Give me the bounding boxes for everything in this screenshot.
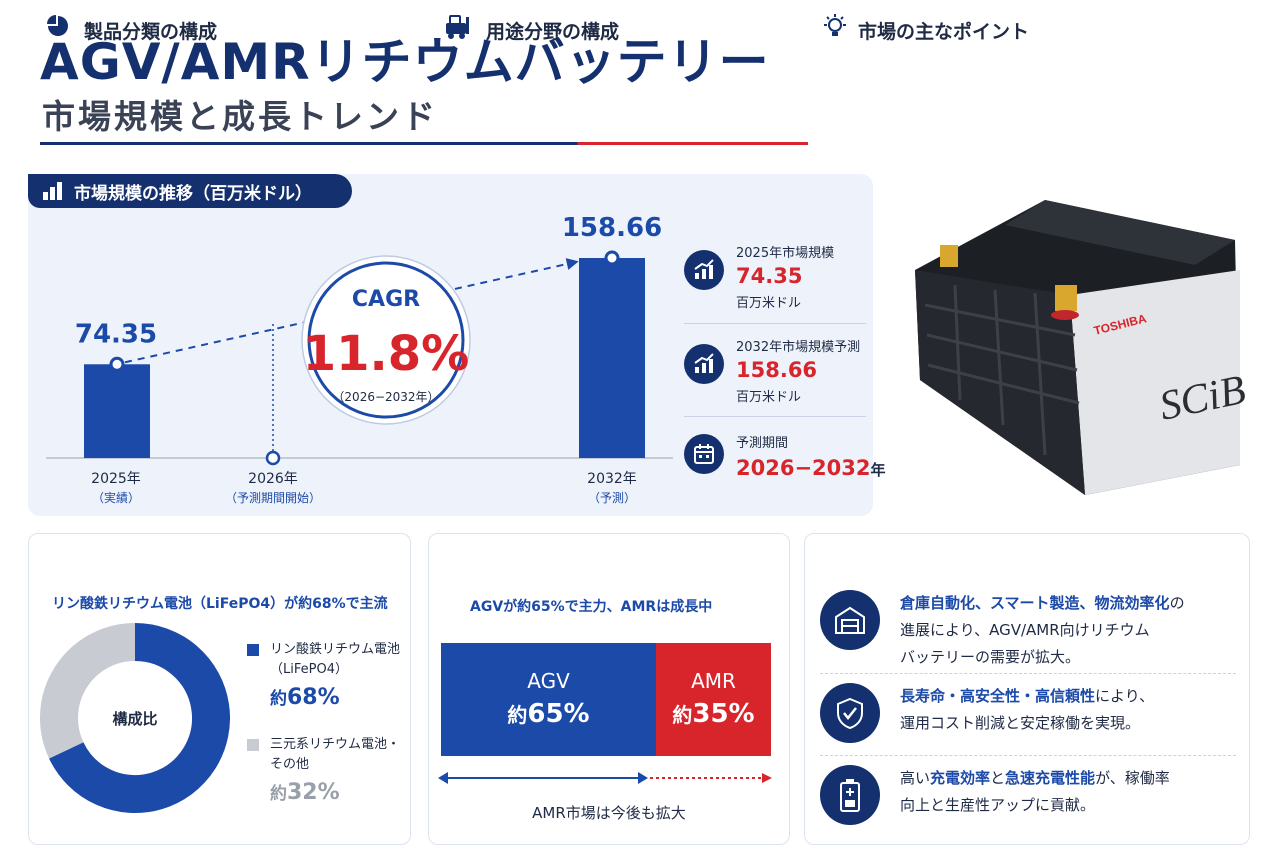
bar-value-label: 74.35: [75, 319, 157, 349]
side-stat-unit: 百万米ドル: [736, 390, 802, 405]
warehouse-icon: [820, 590, 880, 650]
agv-bar-value: 約65%: [507, 699, 590, 729]
cagr-value: 11.8%: [303, 326, 470, 382]
pie-chart-icon: [47, 15, 68, 36]
donut-slice-0: [49, 623, 230, 813]
point-text-reliability: 長寿命・高安全性・高信頼性により、 運用コスト削減と安定稼働を実現。: [900, 687, 1155, 732]
x-tick-label: 2026年: [248, 471, 298, 487]
cagr-badge: [307, 261, 465, 419]
x-tick-label: 2025年: [91, 471, 141, 487]
key-points-card-title: 市場の主なポイント: [858, 21, 1030, 43]
legend-label: 三元系リチウム電池・その他: [270, 737, 401, 772]
battery-product-photo: TOSHIBA SCiB: [915, 200, 1250, 495]
cagr-period: （2026−2032年）: [332, 390, 439, 404]
point-divider: [820, 673, 1236, 674]
lightbulb-icon: [824, 14, 846, 36]
trend-arrowhead: [565, 258, 579, 270]
growth-chart-icon: [684, 344, 724, 384]
side-stat-unit: 百万米ドル: [736, 296, 802, 311]
amr-bar-label: AMR: [691, 669, 736, 693]
point-divider: [820, 755, 1236, 756]
chart-title: 市場規模の推移（百万米ドル）: [74, 183, 312, 204]
growth-chart-icon: [684, 250, 724, 290]
product-card-title: 製品分類の構成: [84, 21, 218, 43]
market-size-chart: 74.35 158.66 2025年 （実績） 2026年 （予測期間開始） 2032年 （予…: [46, 213, 673, 505]
cagr-label: CAGR: [352, 287, 420, 312]
calendar-icon: [684, 434, 724, 474]
legend-swatch: [247, 644, 259, 656]
forecast-start-marker: [265, 450, 281, 466]
application-footnote: AMR市場は今後も拡大: [532, 804, 686, 822]
product-card-subtitle: リン酸鉄リチウム電池（LiFePO4）が約68%で主流: [52, 596, 388, 612]
agv-bar-label: AGV: [527, 669, 570, 693]
legend-swatch: [247, 739, 259, 751]
donut-slice-1: [40, 623, 136, 759]
x-tick-label: 2032年: [587, 471, 637, 487]
market-bar-2025年: [84, 364, 150, 458]
product-donut-chart: [40, 623, 230, 813]
bar-value-label: 158.66: [562, 213, 662, 243]
shield-check-icon: [820, 683, 880, 743]
title-divider: [40, 142, 808, 145]
market-bar-2032年: [579, 258, 645, 458]
side-stat-value: 2026−2032年: [736, 456, 886, 480]
chart-title-pill: 市場規模の推移（百万米ドル）: [28, 174, 352, 208]
application-card-subtitle: AGVが約65%で主力、AMRは成長中: [470, 599, 713, 615]
side-stat-label: 予測期間: [736, 436, 789, 451]
point-item-reliability: 長寿命・高安全性・高信頼性により、 運用コスト削減と安定稼働を実現。: [820, 683, 1240, 745]
side-stat-label: 2025年市場規模: [736, 246, 835, 261]
x-tick-note: （予測期間開始）: [225, 491, 321, 505]
x-tick-note: （実績）: [92, 490, 140, 505]
donut-center-label: 構成比: [112, 710, 158, 728]
side-stat-value: 158.66: [736, 358, 818, 382]
page-subtitle: 市場規模と成長トレンド: [42, 97, 438, 136]
application-card-title: 用途分野の構成: [486, 21, 620, 43]
amr-bar-value: 約35%: [672, 699, 755, 729]
side-divider: [684, 416, 866, 417]
bar-top-marker: [109, 356, 125, 372]
point-text-charging: 高い充電効率と急速充電性能が、稼働率 向上と生産性アップに貢献。: [900, 769, 1170, 814]
page-title: AGV/AMRリチウムバッテリー: [40, 33, 770, 91]
agv-share-bar: AGV 約65%: [441, 643, 656, 756]
point-text-warehouse: 倉庫自動化、スマート製造、物流効率化の 進展により、AGV/AMR向けリチウム …: [900, 594, 1185, 666]
side-stat-label: 2032年市場規模予測: [736, 340, 861, 355]
legend-label: リン酸鉄リチウム電池（LiFePO4）: [270, 642, 401, 677]
point-item-warehouse: 倉庫自動化、スマート製造、物流効率化の 進展により、AGV/AMR向けリチウム …: [820, 590, 1240, 666]
growth-arrow: [438, 772, 772, 784]
side-stat-1: 2032年市場規模予測 158.66 百万米ドル: [684, 332, 866, 412]
side-divider: [684, 323, 866, 324]
point-item-charging: 高い充電効率と急速充電性能が、稼働率 向上と生産性アップに貢献。: [820, 765, 1240, 827]
bar-chart-icon: [43, 182, 62, 200]
side-stat-0: 2025年市場規模 74.35 百万米ドル: [684, 238, 866, 318]
x-tick-note: （予測）: [588, 491, 636, 505]
legend-value: 約32%: [270, 780, 340, 805]
forklift-vehicle-icon: [446, 15, 469, 39]
side-stat-value: 74.35: [736, 264, 803, 288]
amr-share-bar: AMR 約35%: [656, 643, 771, 756]
legend-value: 約68%: [270, 685, 340, 710]
bar-top-marker: [604, 250, 620, 266]
side-stat-2: 予測期間 2026−2032年: [684, 426, 886, 506]
battery-icon: [820, 765, 880, 825]
